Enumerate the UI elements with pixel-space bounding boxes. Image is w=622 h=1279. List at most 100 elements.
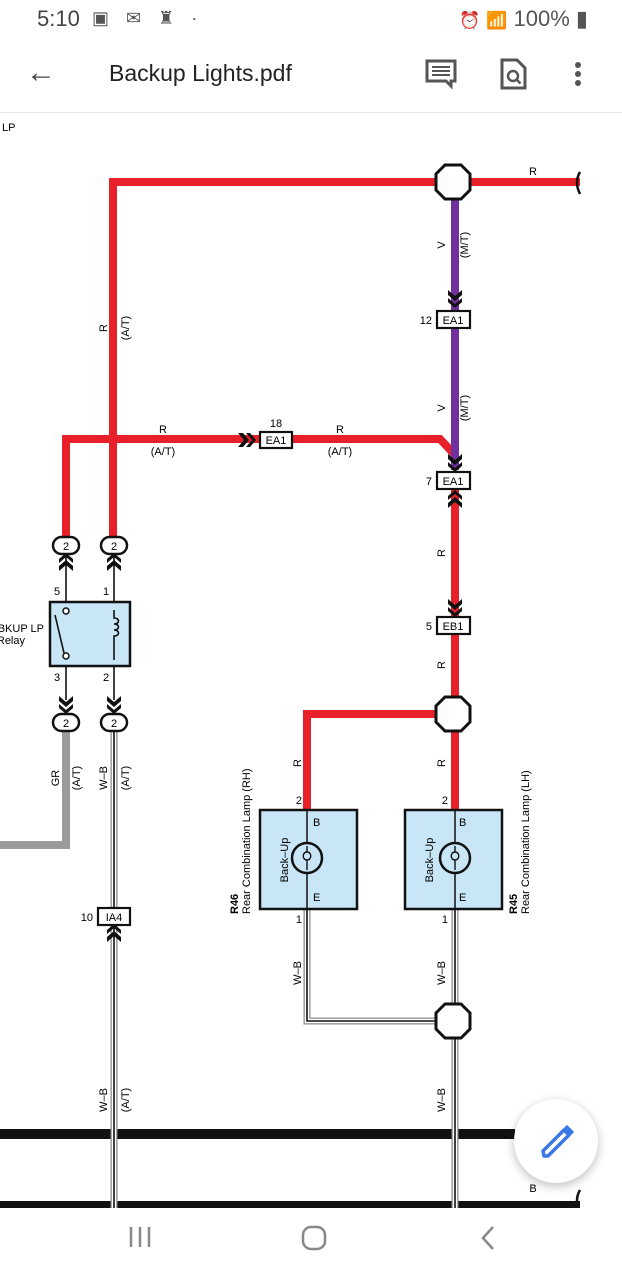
relay-name: BKUP LP	[0, 623, 44, 635]
connector-label: 2	[63, 541, 69, 553]
pin-label: 5	[426, 621, 432, 633]
app-bar: ← Backup Lights.pdf	[0, 40, 622, 113]
status-right: ⏰ 📶 100% ▮	[459, 6, 588, 32]
pin-label: 7	[426, 476, 432, 488]
wire-break-icon	[575, 171, 582, 195]
wire-label: (A/T)	[120, 316, 132, 340]
junction-point	[434, 163, 472, 201]
notification-icons: ▣ ✉ ♜ ·	[92, 8, 204, 28]
pin-label: 2	[296, 795, 302, 807]
rear-combination-lamp-lh: B E 2 1 Back–Up R45 Rear Combination Lam…	[403, 770, 532, 926]
ground-bus-wire	[0, 1201, 580, 1208]
connector-label: 2	[111, 718, 117, 730]
wire-label: (M/T)	[459, 232, 471, 258]
bulb-icon	[438, 841, 472, 875]
wire-label: (A/T)	[71, 766, 83, 790]
wire-label: V	[436, 241, 448, 249]
pencil-icon	[541, 1124, 575, 1158]
pin-label: 1	[442, 914, 448, 926]
wire-label: R	[436, 661, 448, 669]
component-code: R46	[229, 894, 241, 914]
pin-label: 2	[442, 795, 448, 807]
wire-label: R	[98, 324, 110, 332]
terminal-label: B	[313, 817, 320, 829]
recent-apps-icon[interactable]	[127, 1224, 153, 1250]
connector-2	[51, 712, 81, 733]
android-nav-bar	[0, 1208, 622, 1279]
wire-label: W–B	[98, 1088, 110, 1112]
wire-label: B	[529, 1183, 536, 1195]
wire-label: W–B	[436, 961, 448, 985]
home-icon[interactable]	[300, 1224, 328, 1252]
wire-label: (A/T)	[120, 1088, 132, 1112]
pin-label: 1	[296, 914, 302, 926]
connector-label: EA1	[266, 435, 287, 447]
connector-2	[99, 712, 129, 733]
connector-2	[99, 535, 129, 556]
bulb-label: Back–Up	[279, 838, 291, 883]
status-bar: 5:10 ▣ ✉ ♜ · ⏰ 📶 100% ▮	[0, 0, 622, 40]
bulb-icon	[290, 841, 324, 875]
bulb-label: Back–Up	[424, 838, 436, 883]
relay-coil-icon	[113, 610, 120, 660]
wire-label: R	[529, 166, 537, 178]
wire-label: GR	[50, 770, 62, 787]
wire-break-icon	[575, 1189, 582, 1208]
pdf-page-viewport[interactable]: EA1 12 EA1 18 EA1 7 EB1 5 IA4 10 5 1 3 2…	[0, 113, 622, 1208]
wire-label: LP	[2, 122, 15, 134]
terminal-label: E	[313, 892, 320, 904]
alarm-icon: ⏰	[459, 11, 481, 30]
wire-label: W–B	[436, 1088, 448, 1112]
find-in-document-button[interactable]	[495, 56, 531, 92]
relay-name: Relay	[0, 635, 25, 647]
document-search-icon	[500, 58, 527, 90]
wiring-diagram: EA1 12 EA1 18 EA1 7 EB1 5 IA4 10 5 1 3 2…	[0, 122, 582, 1208]
status-time: 5:10	[37, 6, 80, 31]
more-vertical-icon	[575, 62, 581, 86]
relay-switch-icon	[54, 614, 65, 654]
connector-label: EA1	[443, 315, 464, 327]
connector-label: EA1	[443, 476, 464, 488]
component-name: Rear Combination Lamp (LH)	[520, 770, 532, 914]
back-arrow-icon[interactable]: ←	[26, 56, 56, 89]
wire-label: R	[436, 549, 448, 557]
battery-icon: ▮	[569, 6, 588, 31]
connector-ia4	[96, 906, 132, 927]
connector-label: 2	[63, 718, 69, 730]
comment-icon	[425, 59, 457, 90]
document-title: Backup Lights.pdf	[109, 60, 292, 86]
pin-label: 2	[103, 672, 109, 684]
pin-label: 5	[54, 586, 60, 598]
battery-percent: 100%	[513, 6, 570, 31]
pin-label: 3	[54, 672, 60, 684]
connector-label: EB1	[443, 621, 464, 633]
wire-label: (A/T)	[120, 766, 132, 790]
wire-label: R	[159, 424, 167, 436]
wire-label: W–B	[292, 961, 304, 985]
junction-point	[434, 695, 472, 733]
pin-label: 12	[420, 315, 432, 327]
wifi-signal-icon: 📶	[486, 11, 508, 30]
connector-ea1-18	[258, 430, 294, 450]
wire-label: (A/T)	[328, 446, 352, 458]
edit-fab-button[interactable]	[514, 1099, 598, 1183]
wire-label: R	[292, 759, 304, 767]
more-options-button[interactable]	[568, 56, 588, 92]
wire-label: W–B	[98, 766, 110, 790]
gray-wire	[0, 732, 70, 849]
red-wires	[62, 178, 580, 810]
component-code: R45	[508, 894, 520, 914]
pin-label: 10	[81, 912, 93, 924]
connector-2	[51, 535, 81, 556]
connector-eb1	[435, 615, 472, 636]
ground-bus-wire	[0, 1129, 515, 1139]
wire-label: V	[436, 404, 448, 412]
terminal-label: B	[459, 817, 466, 829]
connector-ea1-12	[435, 309, 472, 330]
pin-label: 1	[103, 586, 109, 598]
rear-combination-lamp-rh: B E 2 1 Back–Up R46 Rear Combination Lam…	[229, 769, 359, 926]
wire-label: R	[336, 424, 344, 436]
terminal-label: E	[459, 892, 466, 904]
comments-button[interactable]	[423, 56, 459, 92]
back-nav-icon[interactable]	[478, 1224, 498, 1252]
